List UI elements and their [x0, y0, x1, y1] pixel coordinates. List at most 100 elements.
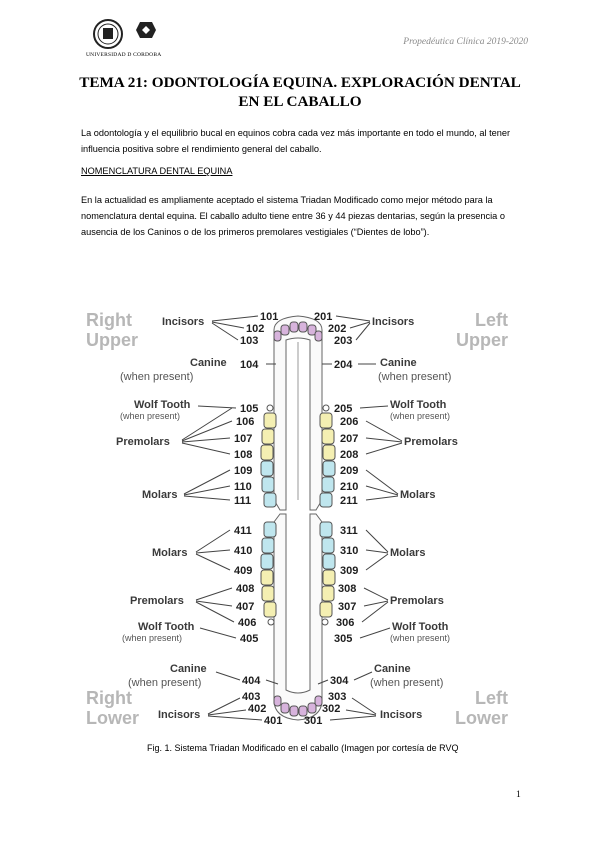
page-number: 1: [516, 790, 521, 800]
num-409: 409: [234, 565, 252, 577]
num-101: 101: [260, 311, 278, 323]
label-when-present-lr: (when present): [128, 677, 201, 689]
num-404: 404: [242, 675, 261, 687]
tooth-409: [260, 553, 274, 570]
label-molars-ur: Molars: [142, 489, 177, 501]
tooth-402: [280, 702, 290, 714]
tooth-202: [307, 324, 317, 336]
tooth-102: [280, 324, 290, 336]
tooth-302: [307, 702, 317, 714]
num-103: 103: [240, 335, 258, 347]
tooth-301: [298, 705, 308, 717]
tooth-311: [319, 521, 333, 538]
label-canine-lr: Canine: [170, 663, 207, 675]
num-405: 405: [240, 633, 258, 645]
label-canine-ur: Canine: [190, 357, 227, 369]
num-408: 408: [236, 583, 254, 595]
num-303: 303: [328, 691, 346, 703]
num-207: 207: [340, 433, 358, 445]
label-canine-ll: Canine: [374, 663, 411, 675]
upper-left-cheek-teeth: [319, 404, 336, 508]
num-311: 311: [340, 525, 358, 537]
label-wolf-when-lr: (when present): [122, 633, 182, 643]
label-molars-ll: Molars: [390, 547, 425, 559]
num-201: 201: [314, 311, 332, 323]
tooth-407: [261, 585, 275, 602]
tooth-208: [322, 444, 336, 461]
tooth-309: [322, 553, 336, 570]
label-wolf-tooth-ll: Wolf Tooth: [392, 621, 449, 633]
label-when-present-ul: (when present): [378, 371, 451, 383]
label-left-lower-1: Left: [475, 688, 508, 708]
num-305: 305: [334, 633, 352, 645]
tooth-109: [260, 460, 274, 477]
num-104: 104: [240, 359, 259, 371]
num-211: 211: [340, 495, 358, 507]
label-canine-ul: Canine: [380, 357, 417, 369]
tooth-206: [319, 412, 333, 429]
label-molars-lr: Molars: [152, 547, 187, 559]
num-109: 109: [234, 465, 252, 477]
tooth-310: [321, 537, 335, 554]
tooth-203: [314, 330, 323, 342]
num-406: 406: [238, 617, 256, 629]
page-title: TEMA 21: ODONTOLOGÍA EQUINA. EXPLORACIÓN…: [60, 73, 540, 111]
num-105: 105: [240, 403, 258, 415]
label-left-upper-2: Upper: [456, 330, 508, 350]
tooth-209: [322, 460, 336, 477]
upper-jaw-outline: [273, 315, 323, 511]
num-210: 210: [340, 481, 358, 493]
label-wolf-tooth-ur: Wolf Tooth: [134, 399, 191, 411]
num-301: 301: [304, 715, 322, 727]
label-incisors-lr: Incisors: [158, 709, 200, 721]
label-incisors-ur: Incisors: [162, 316, 204, 328]
tooth-107: [261, 428, 275, 445]
tooth-205: [322, 404, 330, 412]
tooth-401: [289, 705, 299, 717]
label-wolf-when-ll: (when present): [390, 633, 450, 643]
tooth-106: [263, 412, 277, 429]
tooth-110: [261, 476, 275, 493]
num-106: 106: [236, 416, 254, 428]
tooth-103: [273, 330, 282, 342]
label-right-upper-2: Upper: [86, 330, 138, 350]
intro-paragraph: La odontología y el equilibrio bucal en …: [81, 128, 511, 154]
label-right-lower-2: Lower: [86, 708, 139, 728]
label-premolars-ur: Premolars: [116, 436, 170, 448]
num-410: 410: [234, 545, 252, 557]
num-402: 402: [248, 703, 266, 715]
tooth-211: [319, 492, 333, 508]
lower-incisors: [273, 695, 323, 717]
university-logo: [93, 19, 156, 49]
label-when-present-ur: (when present): [120, 371, 193, 383]
label-wolf-when-ur: (when present): [120, 411, 180, 421]
num-307: 307: [338, 601, 356, 613]
tooth-307: [321, 585, 335, 602]
num-401: 401: [264, 715, 282, 727]
logo-text: UNIVERSIDAD D CORDOBA: [86, 52, 162, 58]
tooth-101: [289, 321, 299, 333]
num-411: 411: [234, 525, 252, 537]
tooth-303: [314, 695, 323, 707]
tooth-410: [261, 537, 275, 554]
label-wolf-tooth-ul: Wolf Tooth: [390, 399, 447, 411]
num-403: 403: [242, 691, 260, 703]
num-306: 306: [336, 617, 354, 629]
num-203: 203: [334, 335, 352, 347]
num-202: 202: [328, 323, 346, 335]
num-107: 107: [234, 433, 252, 445]
lower-right-cheek-teeth: [260, 521, 277, 626]
num-208: 208: [340, 449, 358, 461]
num-407: 407: [236, 601, 254, 613]
upper-right-cheek-teeth: [260, 404, 277, 508]
num-110: 110: [234, 481, 252, 493]
tooth-210: [321, 476, 335, 493]
tooth-408: [260, 569, 274, 586]
label-premolars-ul: Premolars: [404, 436, 458, 448]
label-right-lower-1: Right: [86, 688, 132, 708]
label-wolf-when-ul: (when present): [390, 411, 450, 421]
lower-jaw-outline: [273, 513, 323, 721]
tooth-406: [263, 601, 277, 618]
label-molars-ul: Molars: [400, 489, 435, 501]
tooth-308: [322, 569, 336, 586]
